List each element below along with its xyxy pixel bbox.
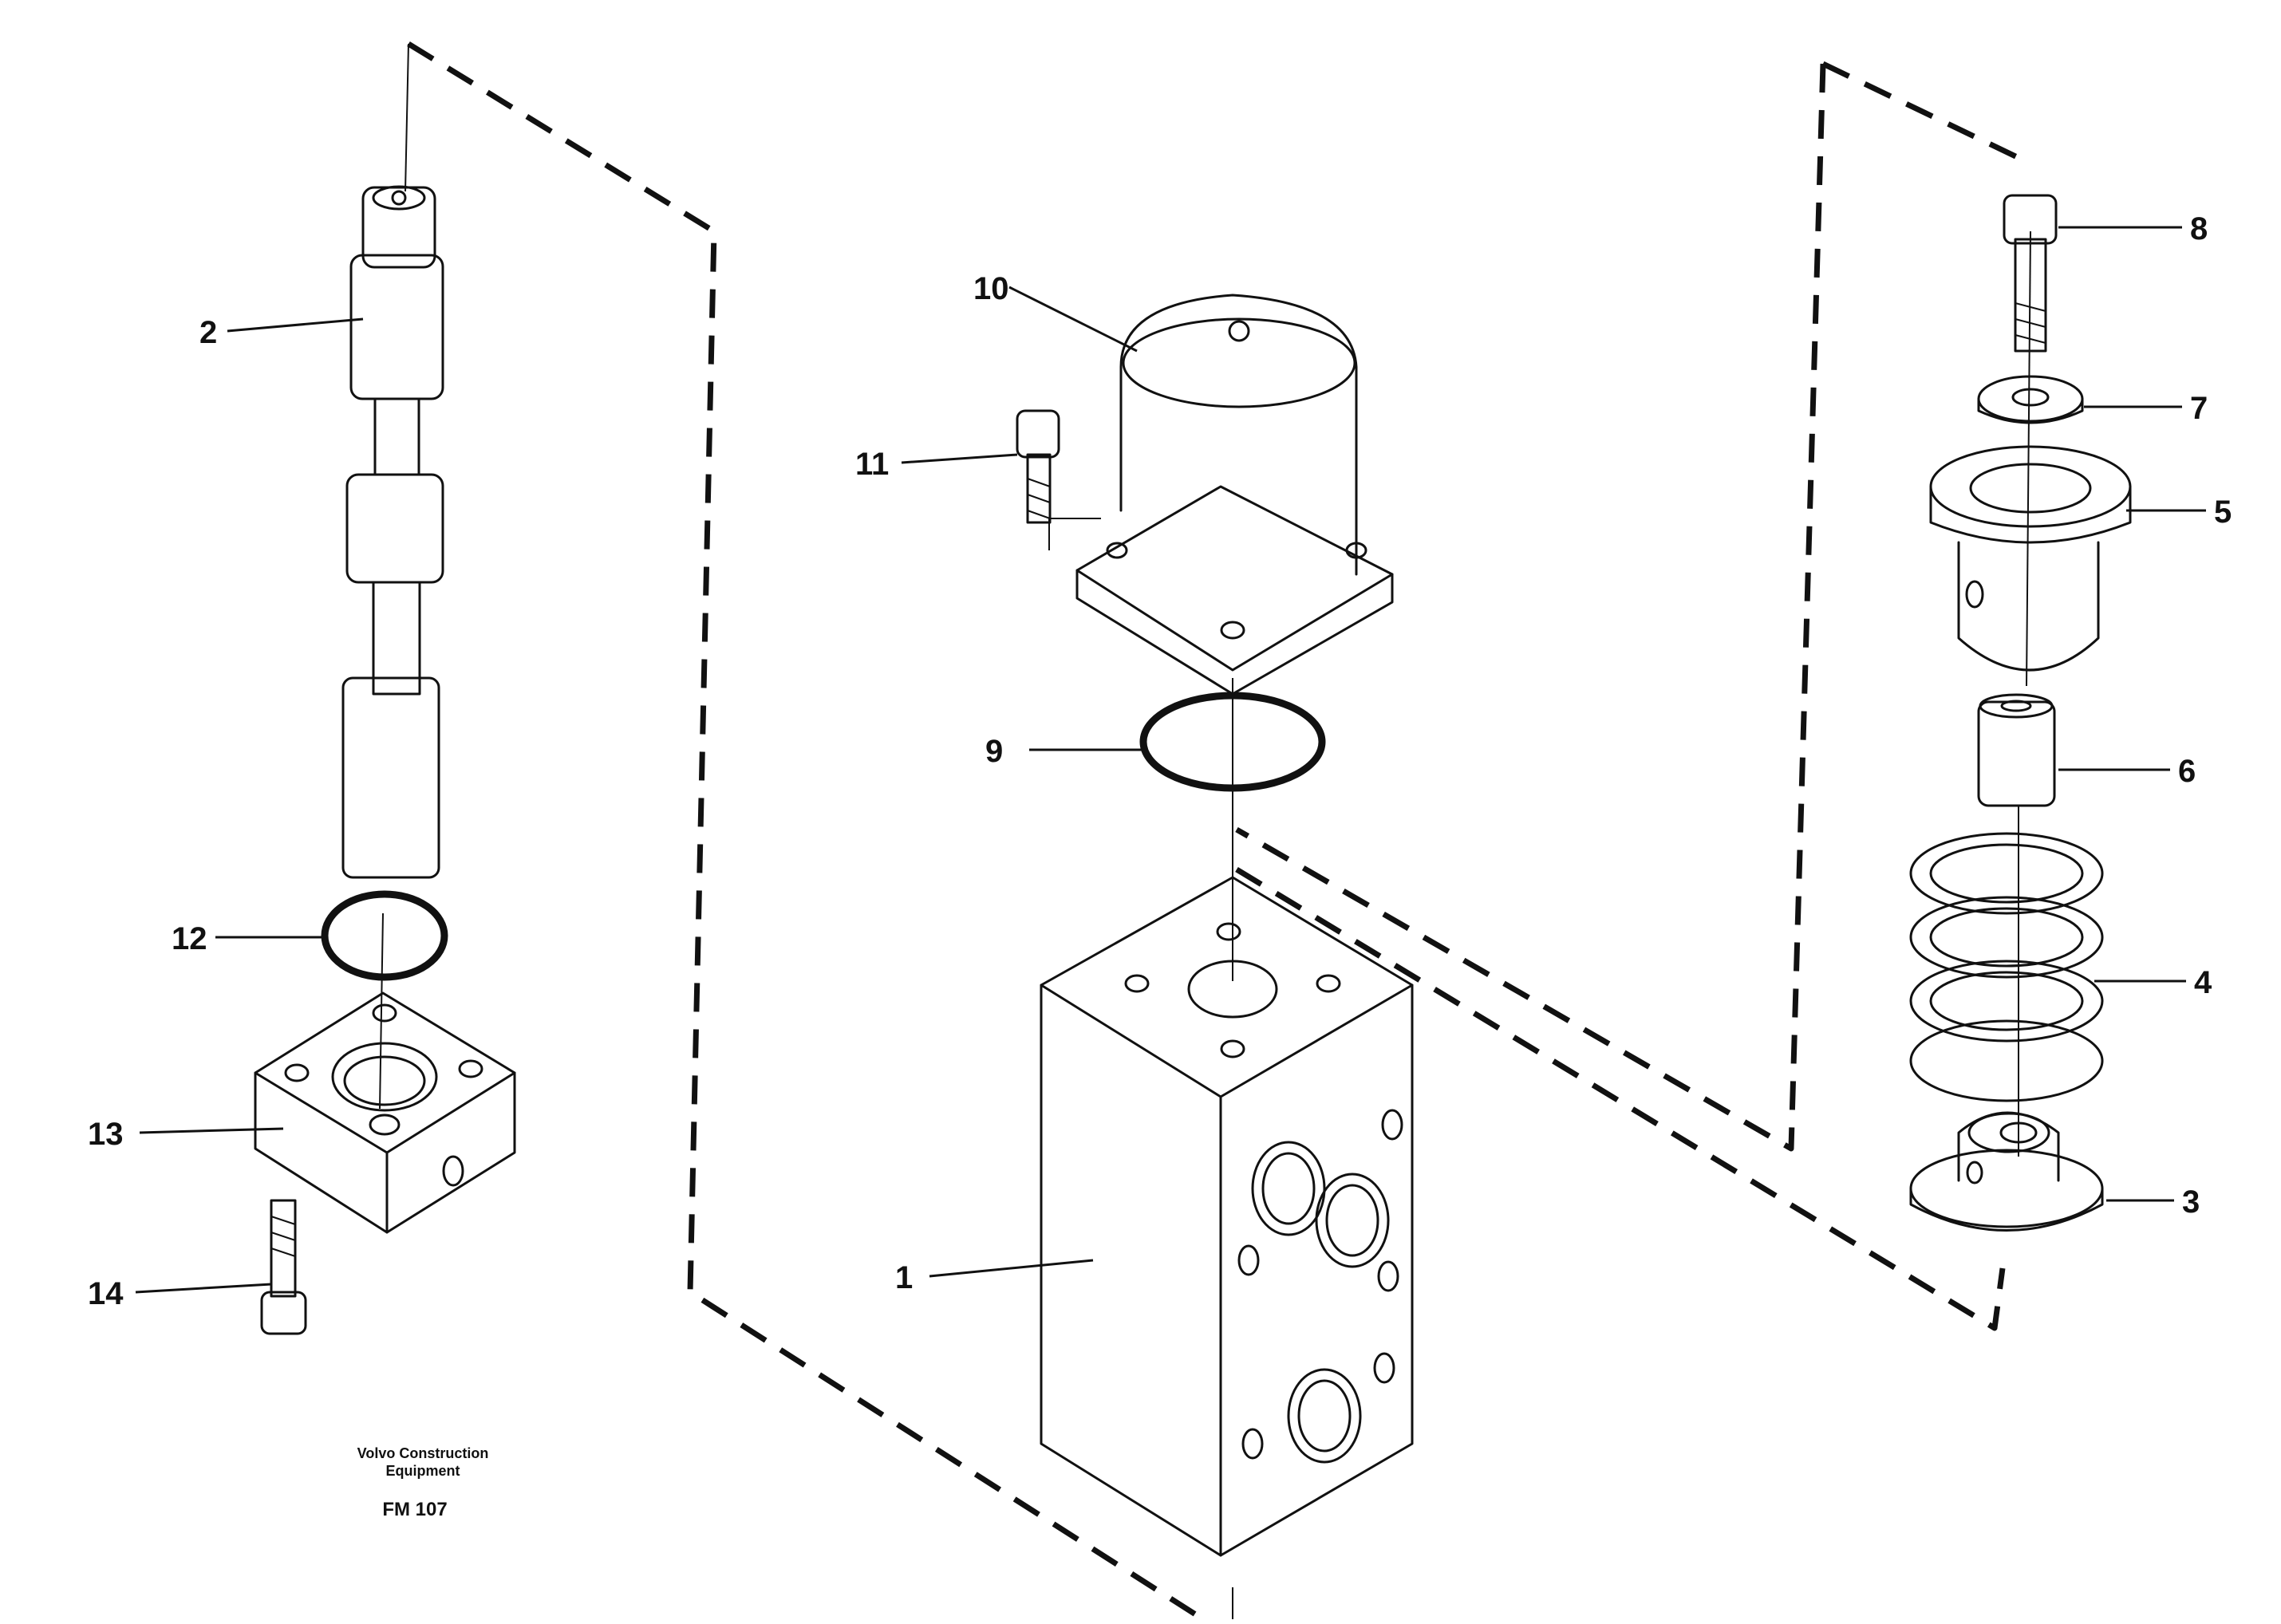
leader-lines [135,226,2206,1294]
axis-lines [379,43,2031,1619]
callout-1: 1 [895,1260,913,1295]
solenoid-part [1048,294,1394,696]
callout-11: 11 [855,447,889,482]
spool-part [341,185,444,879]
assembly-path-left [407,41,1198,1618]
callout-labels: 1 2 3 4 5 6 7 8 9 10 11 12 13 14 [88,211,2232,1311]
callout-14: 14 [88,1276,124,1311]
o-ring-center [1139,692,1326,792]
brand-line-2: Equipment [386,1463,460,1479]
flange-part [254,991,516,1234]
brand-line-1: Volvo Construction [357,1445,489,1461]
callout-13: 13 [88,1117,124,1152]
callout-2: 2 [199,315,217,350]
screw-14-part [260,1199,307,1335]
footer-block: Volvo Construction Equipment FM 107 [357,1445,489,1520]
valve-housing-part [1040,876,1414,1557]
spring-seat-part [1909,1111,2104,1232]
callout-5: 5 [2214,495,2232,530]
o-ring-left [321,890,448,981]
cover-part [1929,445,2132,672]
figure-code: FM 107 [382,1499,447,1520]
callout-8: 8 [2190,211,2208,246]
callout-12: 12 [172,921,207,956]
callout-6: 6 [2178,754,2196,789]
callout-9: 9 [985,734,1003,769]
callout-4: 4 [2194,965,2212,1000]
callout-7: 7 [2190,391,2208,426]
washer-part [1977,375,2084,424]
spring-part [1909,832,2104,1102]
sleeve-part [1977,693,2056,807]
callout-3: 3 [2182,1184,2200,1220]
assembly-path-right [1235,61,2032,1331]
screw-8-part [2003,194,2058,353]
screw-11-part [1016,409,1060,524]
callout-10: 10 [973,271,1009,306]
